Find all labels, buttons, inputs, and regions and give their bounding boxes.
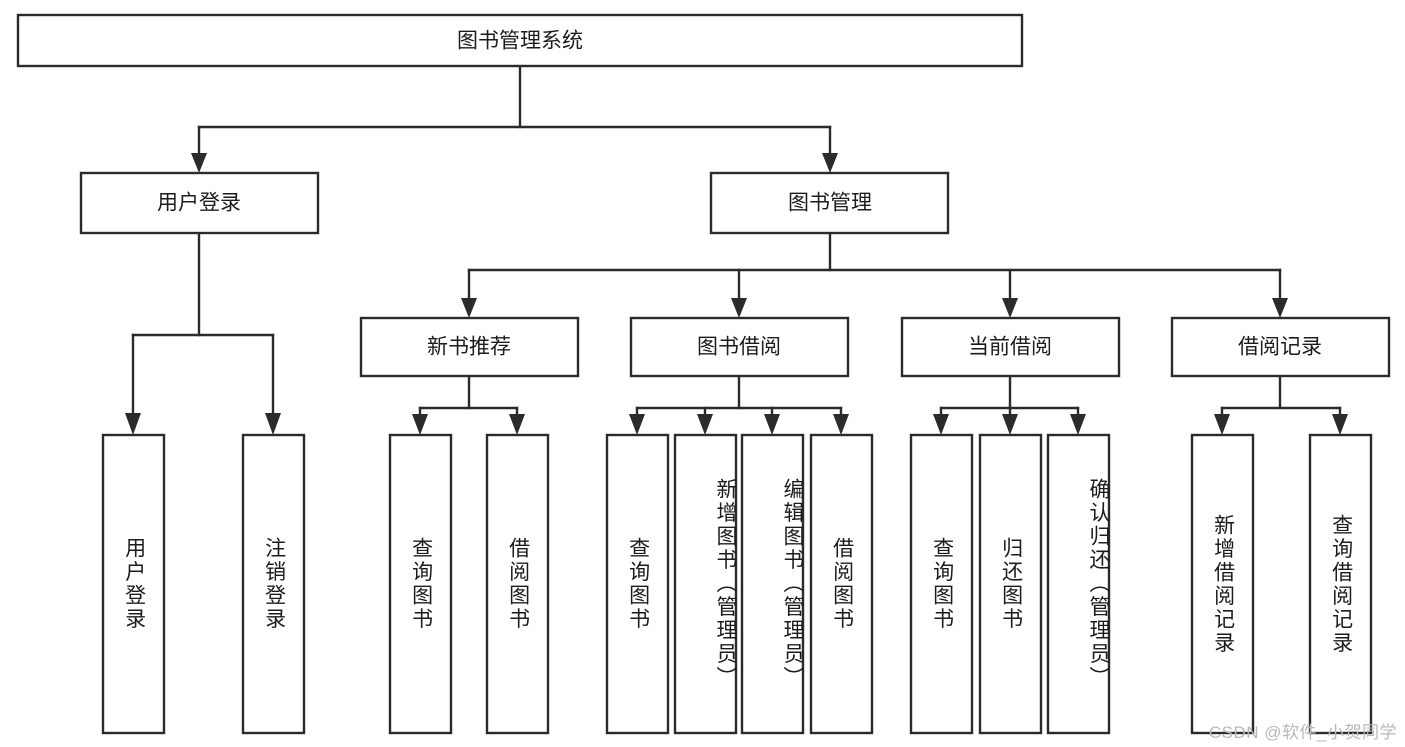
watermark: CSDN @软件_小贺同学 — [1208, 723, 1397, 742]
arrow-head-icon — [412, 414, 428, 435]
leaf-logout[interactable] — [241, 433, 306, 735]
node-borrow-records[interactable] — [1170, 316, 1391, 378]
arrow-head-icon — [933, 414, 949, 435]
arrow-head-icon — [697, 414, 713, 435]
leaf-borrow-book-1[interactable] — [485, 433, 550, 735]
node-book-borrow[interactable] — [629, 316, 850, 378]
connector-group-current-borrow — [933, 374, 1086, 435]
leaf-edit-book-admin[interactable] — [740, 433, 805, 735]
node-root[interactable] — [16, 13, 1024, 68]
node-current-borrow[interactable] — [900, 316, 1121, 378]
leaf-add-book-admin[interactable] — [673, 433, 738, 735]
arrow-head-icon — [764, 414, 780, 435]
arrow-head-icon — [1002, 414, 1018, 435]
leaf-query-book-1[interactable] — [388, 433, 453, 735]
arrow-head-icon — [1070, 414, 1086, 435]
arrow-head-icon — [1332, 414, 1348, 435]
leaf-query-book-2[interactable] — [605, 433, 670, 735]
leaf-user-login[interactable] — [101, 433, 166, 735]
arrow-head-icon — [822, 153, 838, 173]
connector-group-borrow — [629, 374, 849, 435]
leaf-confirm-return-admin[interactable] — [1046, 433, 1111, 735]
node-new-book-recommend-label: 新书推荐 — [427, 336, 511, 359]
node-book-borrow-label: 图书借阅 — [697, 336, 781, 359]
connector-group-book-mgmt — [461, 231, 1288, 318]
node-borrow-records-label: 借阅记录 — [1238, 336, 1322, 359]
arrow-head-icon — [629, 414, 645, 435]
leaf-return-book[interactable] — [978, 433, 1043, 735]
node-new-book-recommend[interactable] — [359, 316, 580, 378]
node-user-login-label: 用户登录 — [157, 192, 241, 215]
arrow-head-icon — [1214, 414, 1230, 435]
node-book-management[interactable] — [709, 171, 950, 235]
arrow-head-icon — [461, 298, 477, 318]
node-current-borrow-label: 当前借阅 — [968, 336, 1052, 359]
leaf-add-borrow-record[interactable] — [1190, 433, 1255, 735]
leaf-query-book-3[interactable] — [909, 433, 974, 735]
node-user-login[interactable] — [79, 171, 320, 235]
arrow-head-icon — [1002, 298, 1018, 318]
connector-group-borrow-records — [1214, 374, 1348, 435]
connector-group-user-login — [125, 231, 281, 435]
arrow-head-icon — [833, 414, 849, 435]
arrow-head-icon — [125, 413, 141, 435]
node-root-label: 图书管理系统 — [457, 30, 583, 53]
connector-group-root — [191, 64, 838, 173]
connector-group-new-book — [412, 374, 525, 435]
arrow-head-icon — [731, 298, 747, 318]
arrow-head-icon — [1272, 298, 1288, 318]
arrow-head-icon — [265, 413, 281, 435]
node-book-management-label: 图书管理 — [788, 192, 872, 215]
arrow-head-icon — [509, 414, 525, 435]
arrow-head-icon — [191, 153, 207, 173]
leaf-borrow-book-2[interactable] — [809, 433, 874, 735]
leaf-query-borrow-record[interactable] — [1308, 433, 1373, 735]
